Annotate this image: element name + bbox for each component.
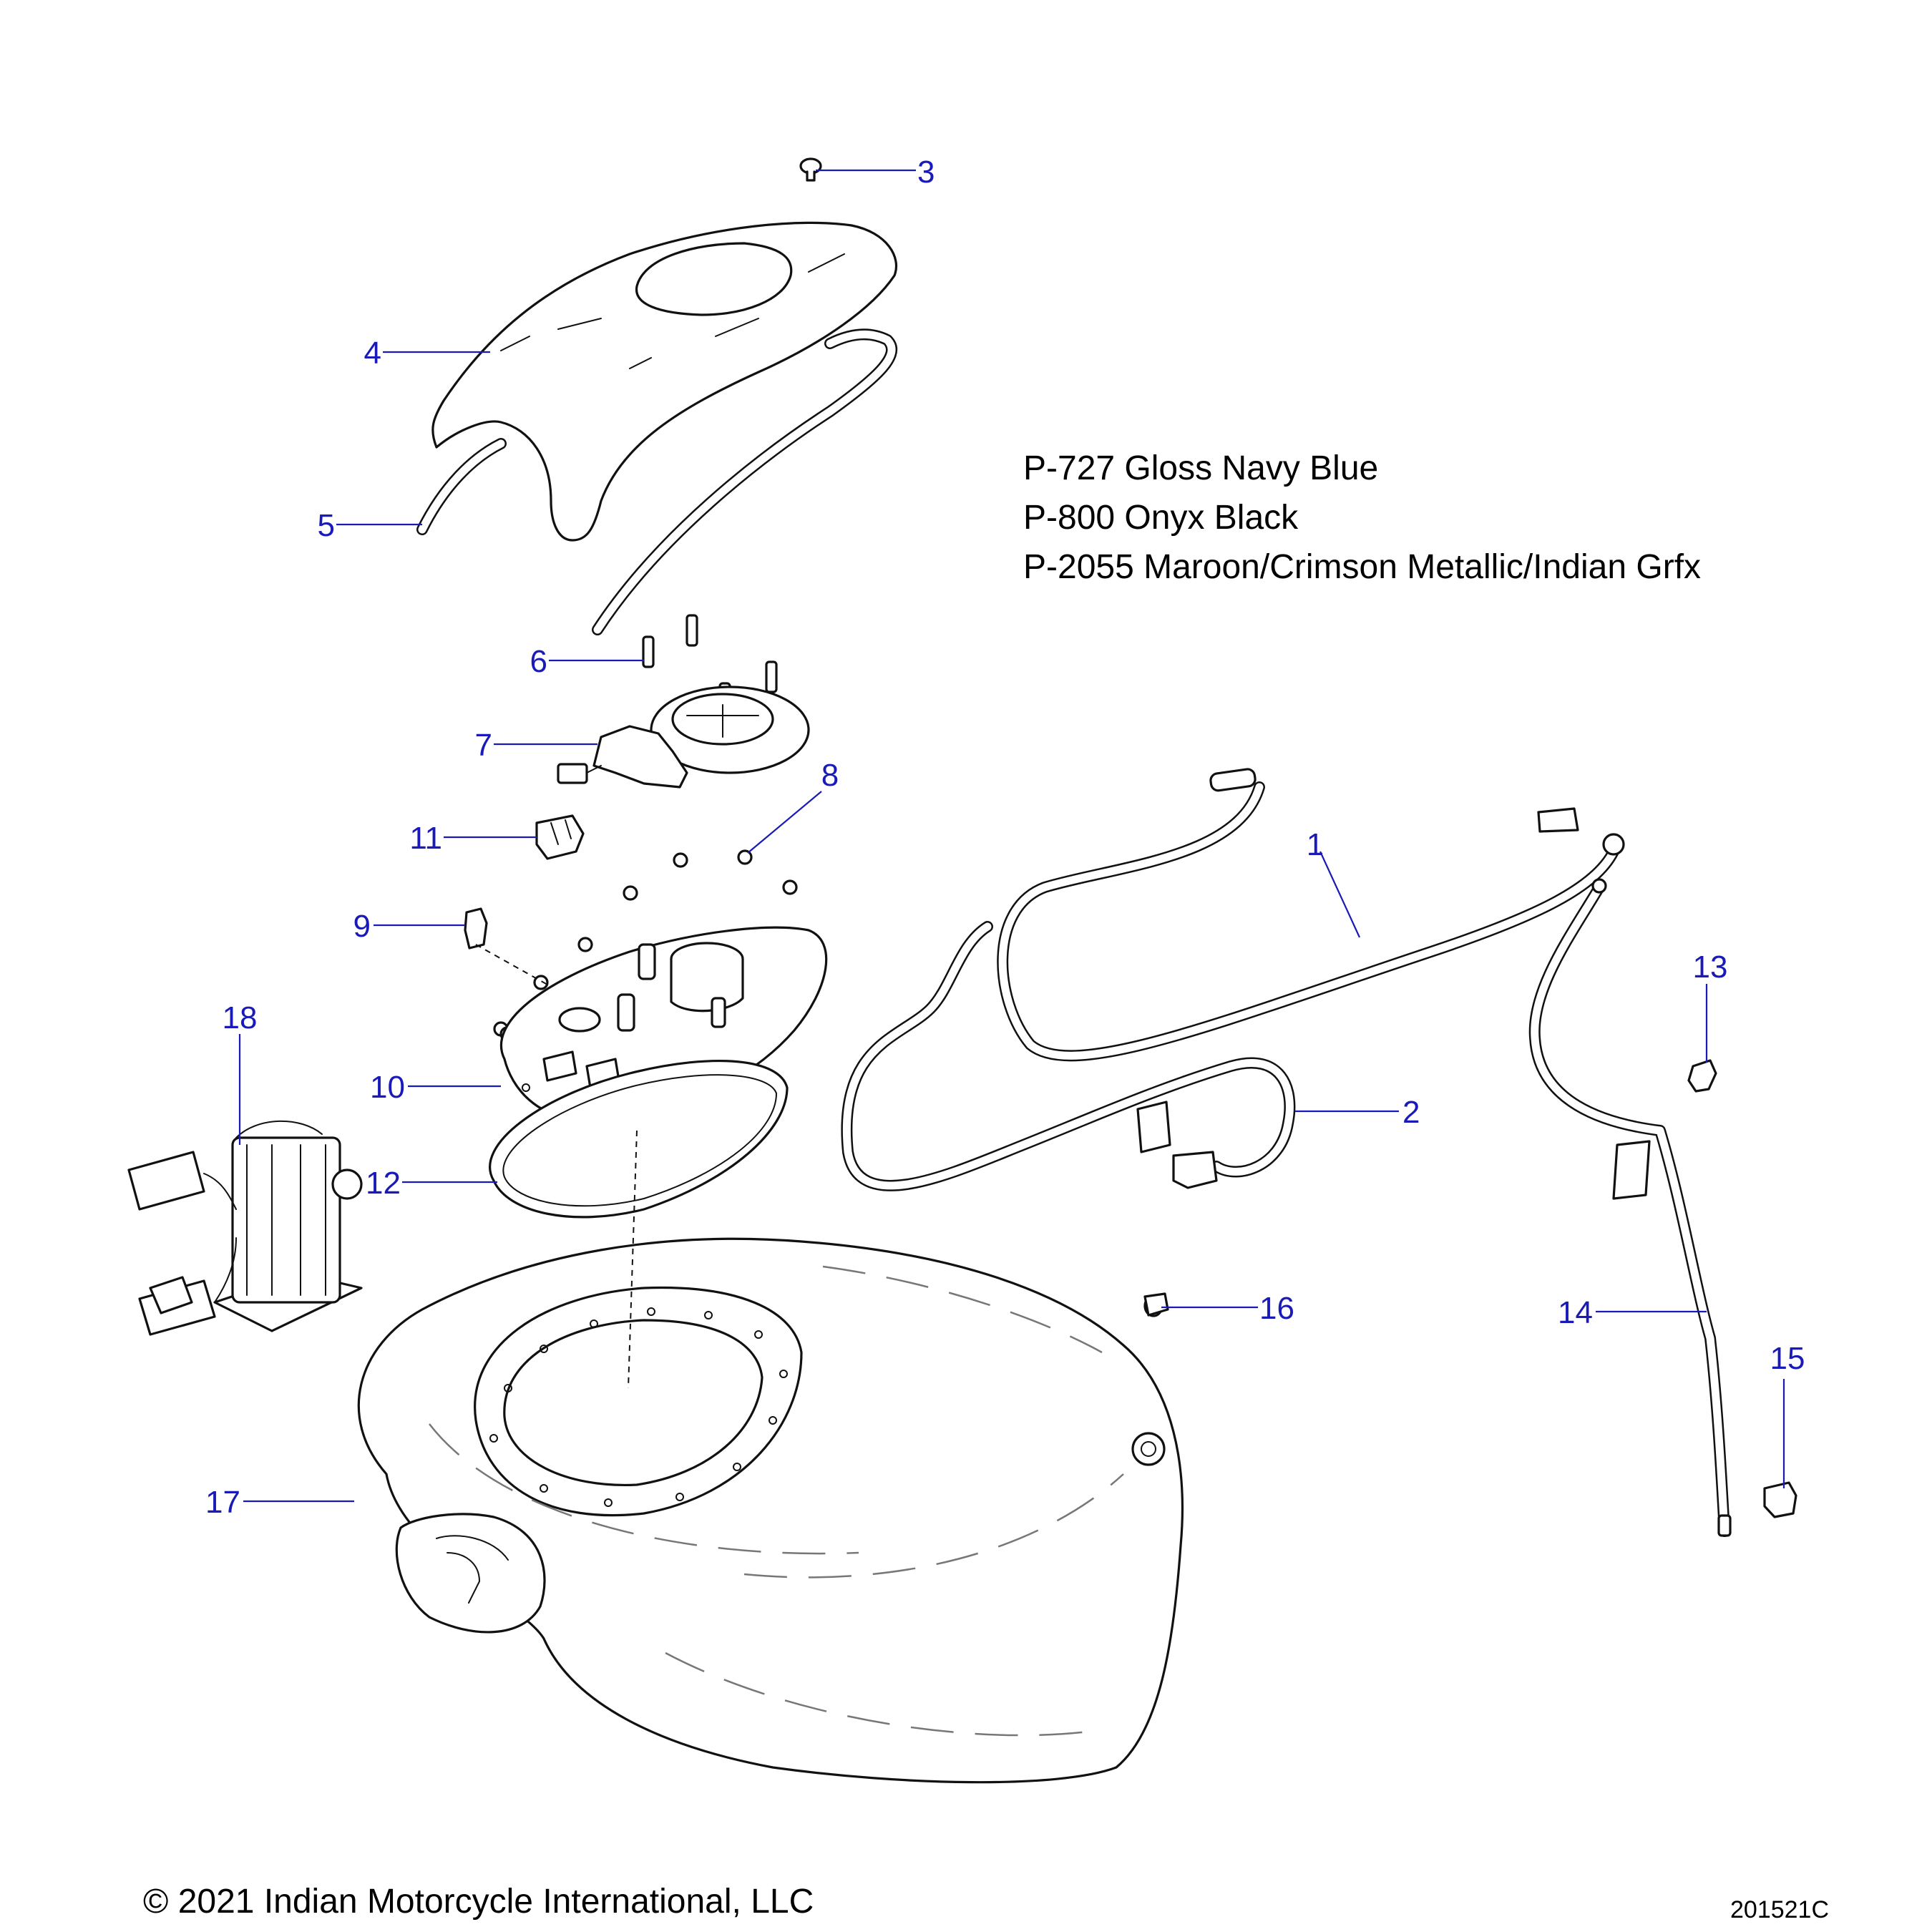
callout-18: 18 bbox=[223, 1000, 258, 1035]
copyright-notice: © 2021 Indian Motorcycle International, … bbox=[143, 1883, 814, 1921]
callout-15: 15 bbox=[1770, 1341, 1805, 1376]
drawing-number: 201521C bbox=[1730, 1896, 1830, 1923]
hose-clip-part-13 bbox=[1687, 1059, 1717, 1093]
callout-1: 1 bbox=[1307, 827, 1324, 862]
callout-4: 4 bbox=[364, 336, 381, 371]
fuel-cap-flange bbox=[557, 686, 810, 789]
callout-leaders bbox=[238, 169, 1785, 1503]
callout-13: 13 bbox=[1693, 950, 1728, 985]
vent-hose-part-1 bbox=[997, 768, 1625, 1062]
gasket-part-12 bbox=[489, 1059, 789, 1219]
callout-3: 3 bbox=[917, 155, 935, 190]
callout-2: 2 bbox=[1402, 1095, 1420, 1130]
callout-6: 6 bbox=[530, 644, 547, 679]
callout-5: 5 bbox=[318, 508, 335, 543]
drain-hose-part-14 bbox=[1528, 878, 1732, 1537]
paint-code-line: P-2055 Maroon/Crimson Metallic/Indian Gr… bbox=[1023, 548, 1702, 586]
trim-seal-strip bbox=[416, 328, 897, 635]
callout-14: 14 bbox=[1558, 1295, 1593, 1330]
clamp-part-16 bbox=[1143, 1292, 1169, 1317]
callout-11: 11 bbox=[409, 821, 442, 856]
fuel-tank bbox=[357, 1237, 1184, 1784]
paint-code-line: P-800 Onyx Black bbox=[1023, 499, 1299, 537]
paint-code-line: P-727 Gloss Navy Blue bbox=[1023, 449, 1379, 487]
assembly-dashed-line-10 bbox=[628, 1130, 638, 1389]
callout-9: 9 bbox=[353, 909, 371, 944]
fuel-pump-assembly bbox=[127, 1120, 363, 1336]
callout-16: 16 bbox=[1259, 1291, 1294, 1326]
hose-clip-part-15 bbox=[1763, 1481, 1797, 1518]
vent-hose-part-2 bbox=[841, 921, 1296, 1191]
callout-10: 10 bbox=[370, 1070, 405, 1105]
connector-clip-part-11 bbox=[535, 814, 585, 860]
paint-code-list: P-727 Gloss Navy Blue P-800 Onyx Black P… bbox=[1023, 444, 1701, 592]
callout-12: 12 bbox=[366, 1166, 401, 1201]
tank-console-cover bbox=[431, 221, 898, 542]
callout-numbers: 1 2 3 4 5 6 7 8 9 10 11 12 13 14 15 16 1… bbox=[205, 155, 1805, 1520]
tank-mount-holes bbox=[489, 1307, 788, 1507]
callout-8: 8 bbox=[821, 758, 839, 793]
callout-7: 7 bbox=[475, 728, 492, 763]
callout-17: 17 bbox=[205, 1485, 240, 1520]
clip-part-9 bbox=[464, 907, 488, 950]
